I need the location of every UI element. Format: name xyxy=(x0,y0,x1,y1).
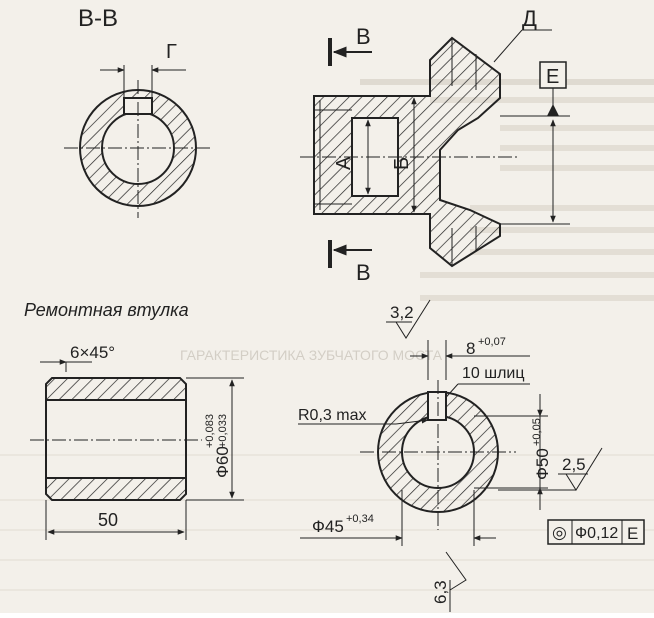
datum-box xyxy=(539,61,567,89)
section-mark-bottom: В xyxy=(356,260,371,285)
bushing-diameter: Ф60 xyxy=(213,446,232,478)
repair-bushing-view: Ремонтная втулка 6×45° Ф60 +0,083 +0,033… xyxy=(24,300,244,540)
slot-width: 8 xyxy=(466,339,475,358)
concentricity-icon: ◎ xyxy=(552,523,567,542)
bushing-tol-lower: +0,033 xyxy=(217,414,229,448)
dim-inner-label: А xyxy=(333,156,355,170)
background-heading: ГАРАКТЕРИСТИКА ЗУБЧАТОГО МОСТА xyxy=(180,347,443,363)
tolerance-value: Ф0,12 xyxy=(575,525,618,542)
bushing-length: 50 xyxy=(98,510,118,530)
tolerance-frame: ◎ Ф0,12 Е xyxy=(547,519,645,545)
roughness-bottom: 6,3 xyxy=(431,580,450,604)
datum-label: Е xyxy=(546,66,559,88)
inner-tol: +0,34 xyxy=(346,513,374,525)
section-view-vv: В-В Г xyxy=(64,5,212,218)
bushing-wall-top xyxy=(45,377,187,401)
keyway-label: Г xyxy=(166,41,177,63)
roughness-top: 3,2 xyxy=(390,303,414,322)
spline-count: 10 шлиц xyxy=(462,365,525,382)
section-mark-top: В xyxy=(356,24,371,49)
inner-diameter: Ф45 xyxy=(312,517,344,536)
bushing-title: Ремонтная втулка xyxy=(24,300,189,320)
slot-tol: +0,07 xyxy=(478,336,506,348)
gear-section-view: В В А Б Д Е xyxy=(300,6,570,285)
outer-diameter: Ф50 xyxy=(533,448,552,480)
bushing-wall-bottom xyxy=(45,477,187,501)
spline-ring-view: 3,2 8 +0,07 10 шлиц R0,3 max Ф50 +0,05 2… xyxy=(298,299,645,612)
roughness-right: 2,5 xyxy=(562,455,586,474)
section-view-title: В-В xyxy=(78,5,118,32)
leader-label-d: Д xyxy=(522,6,537,31)
outer-tol: +0,05 xyxy=(531,418,543,446)
tolerance-datum: Е xyxy=(627,524,638,543)
gear-body xyxy=(313,36,501,268)
bushing-tol-upper: +0,083 xyxy=(204,414,216,448)
radius-label: R0,3 max xyxy=(298,407,366,424)
ring-section xyxy=(78,89,198,207)
dim-outer-label: Б xyxy=(391,157,413,170)
bushing-chamfer: 6×45° xyxy=(70,343,115,362)
spline-slot xyxy=(427,391,447,421)
